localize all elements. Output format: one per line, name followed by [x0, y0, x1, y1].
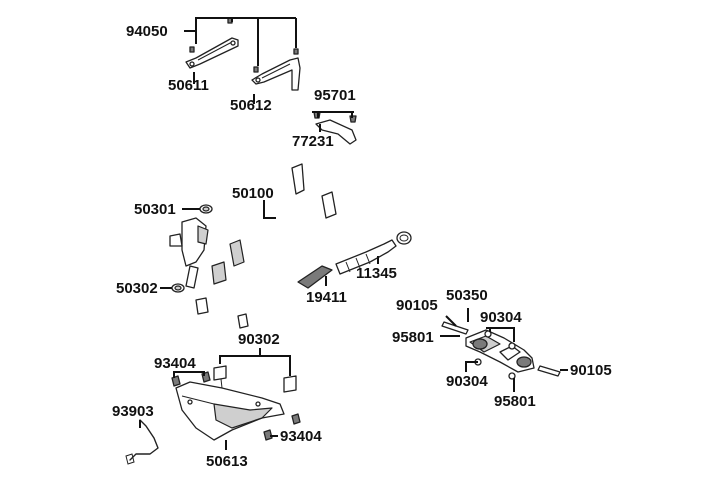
callout-95701: 95701	[314, 87, 356, 104]
pad-19411-drawing	[297, 265, 333, 289]
callout-50612: 50612	[230, 97, 272, 114]
callout-19411: 19411	[306, 289, 347, 306]
leader-lines	[139, 17, 568, 450]
callout-50350: 50350	[446, 287, 488, 304]
bracket-50611-drawing	[185, 37, 239, 69]
callout-labels: 94050 50611 50612 95701 77231 50100 5030…	[112, 23, 612, 470]
callout-90302: 90302	[238, 331, 280, 348]
main-frame-drawing	[169, 147, 367, 337]
engine-hanger-drawing	[441, 321, 561, 380]
callout-95801-upper: 95801	[392, 329, 434, 346]
hose-11345-drawing	[335, 231, 412, 275]
bracket-50612-drawing	[251, 57, 301, 91]
bush-50302-drawing	[171, 283, 185, 293]
callout-93404-upper: 93404	[154, 355, 196, 372]
callout-94050: 94050	[126, 23, 168, 40]
callout-50613: 50613	[206, 453, 248, 470]
bush-50301-drawing	[199, 204, 213, 214]
callout-50302: 50302	[116, 280, 158, 297]
callout-90304-upper: 90304	[480, 309, 522, 326]
callout-90105-lower: 90105	[570, 362, 612, 379]
callout-77231: 77231	[292, 133, 334, 150]
callout-93903: 93903	[112, 403, 154, 420]
callout-93404-lower: 93404	[280, 428, 322, 445]
under-cover-drawing	[175, 365, 297, 441]
callout-90304-lower: 90304	[446, 373, 488, 390]
callout-90105-upper: 90105	[396, 297, 438, 314]
callout-50100: 50100	[232, 185, 274, 202]
callout-50301: 50301	[134, 201, 176, 218]
callout-95801-lower: 95801	[494, 393, 536, 410]
callout-11345: 11345	[356, 265, 397, 282]
cable-tie-93903-drawing	[125, 419, 159, 465]
callout-50611: 50611	[168, 77, 209, 94]
